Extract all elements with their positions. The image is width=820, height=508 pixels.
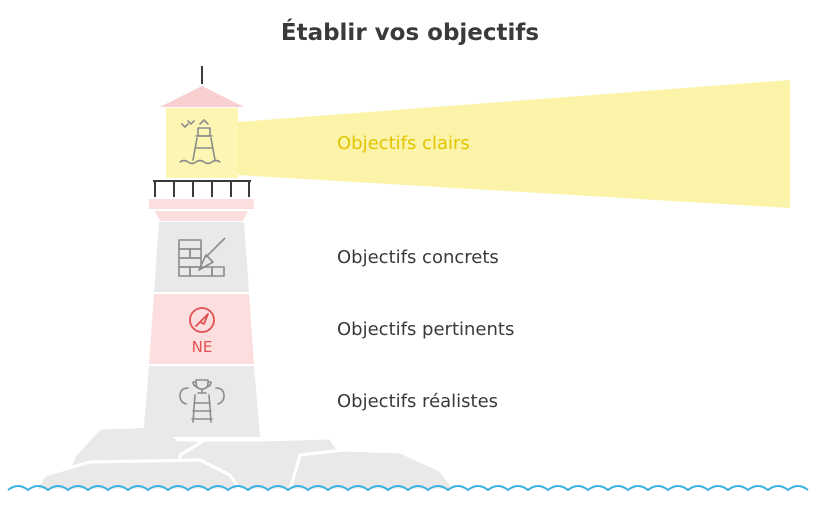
light-beam [238,80,790,208]
diagram-title: Établir vos objectifs [0,20,820,46]
roof [160,86,244,107]
tower-segment-realistes [143,366,260,437]
lantern-room [166,108,238,178]
gallery-railing [153,181,251,197]
compass-ne-label: NE [189,338,215,356]
gallery-deck [149,199,254,209]
gallery-base [155,211,248,221]
label-objectifs-clairs: Objectifs clairs [337,133,470,154]
label-objectifs-realistes: Objectifs réalistes [337,391,498,412]
label-objectifs-concrets: Objectifs concrets [337,247,499,268]
label-objectifs-pertinents: Objectifs pertinents [337,319,514,340]
